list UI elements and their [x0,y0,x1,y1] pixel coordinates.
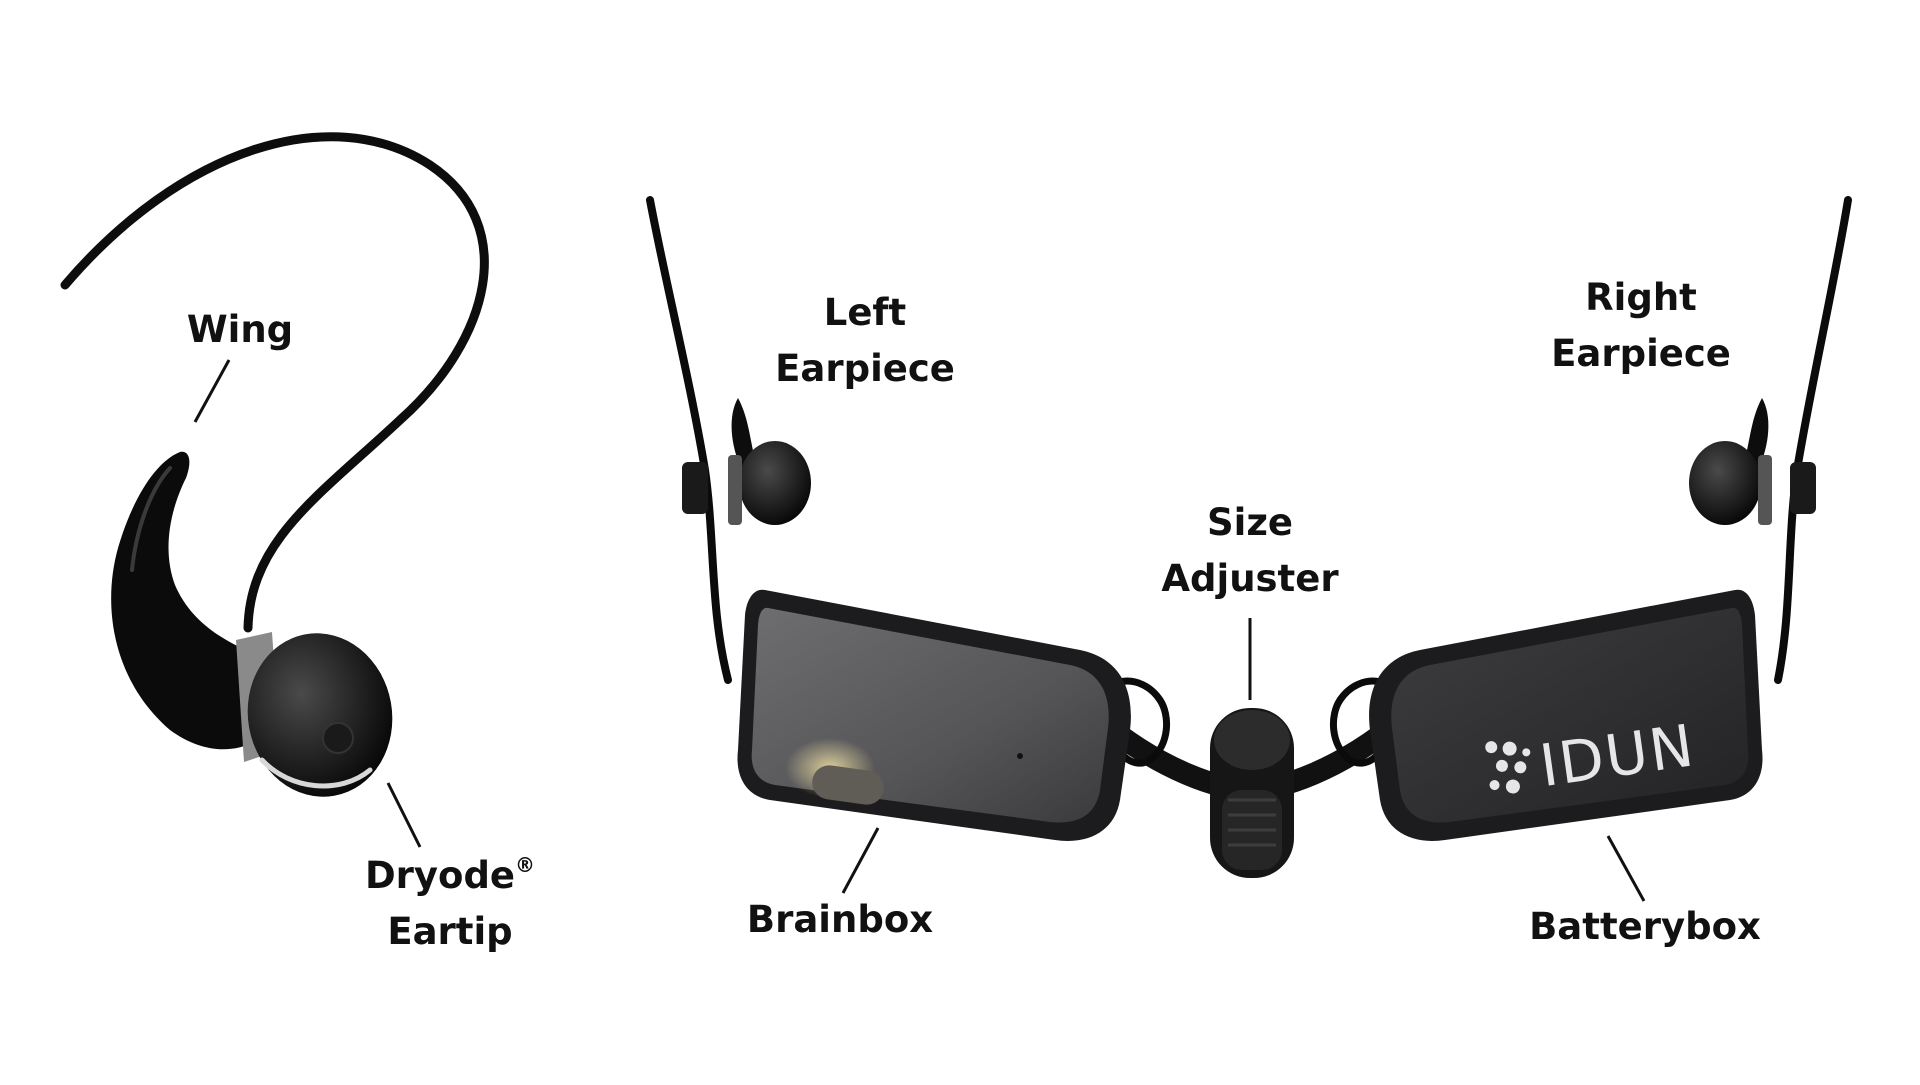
registered-mark: ® [515,853,536,877]
batterybox: IDUN [1369,589,1763,841]
eartip-sheen [259,757,373,789]
size-adjuster [1210,708,1294,878]
right-cable [1774,196,1852,684]
wing-highlight [130,466,172,572]
brainbox-label: Brainbox [746,898,934,941]
wing [111,451,258,750]
headset-device: IDUN [646,196,1852,878]
earpiece-cable [60,132,489,633]
right-earpiece [1689,398,1816,525]
brainbox-leader-line [841,827,880,894]
batterybox-leader-line [1606,835,1646,902]
dryode-leader-line [386,782,422,848]
left-earpiece-label: Left Earpiece [775,291,955,390]
dryode-label-line1: Dryode® [364,853,536,897]
size-adjuster-label: Size Adjuster [1161,501,1339,600]
single-earpiece-closeup [60,132,489,797]
eartip-nozzle [322,722,354,754]
dryode-label-line2: Eartip [387,910,513,953]
wing-leader-line [193,359,231,423]
dryode-eartip-label: Dryode® Eartip [350,848,550,960]
idun-logo-mark [1485,741,1531,794]
right-earpiece-label: Right Earpiece [1551,276,1731,375]
wing-label: Wing [186,308,294,351]
left-cable [646,196,732,684]
dryode-eartip [247,633,393,797]
left-earpiece [682,398,811,525]
batterybox-label: Batterybox [1529,905,1761,948]
brainbox [737,589,1131,841]
